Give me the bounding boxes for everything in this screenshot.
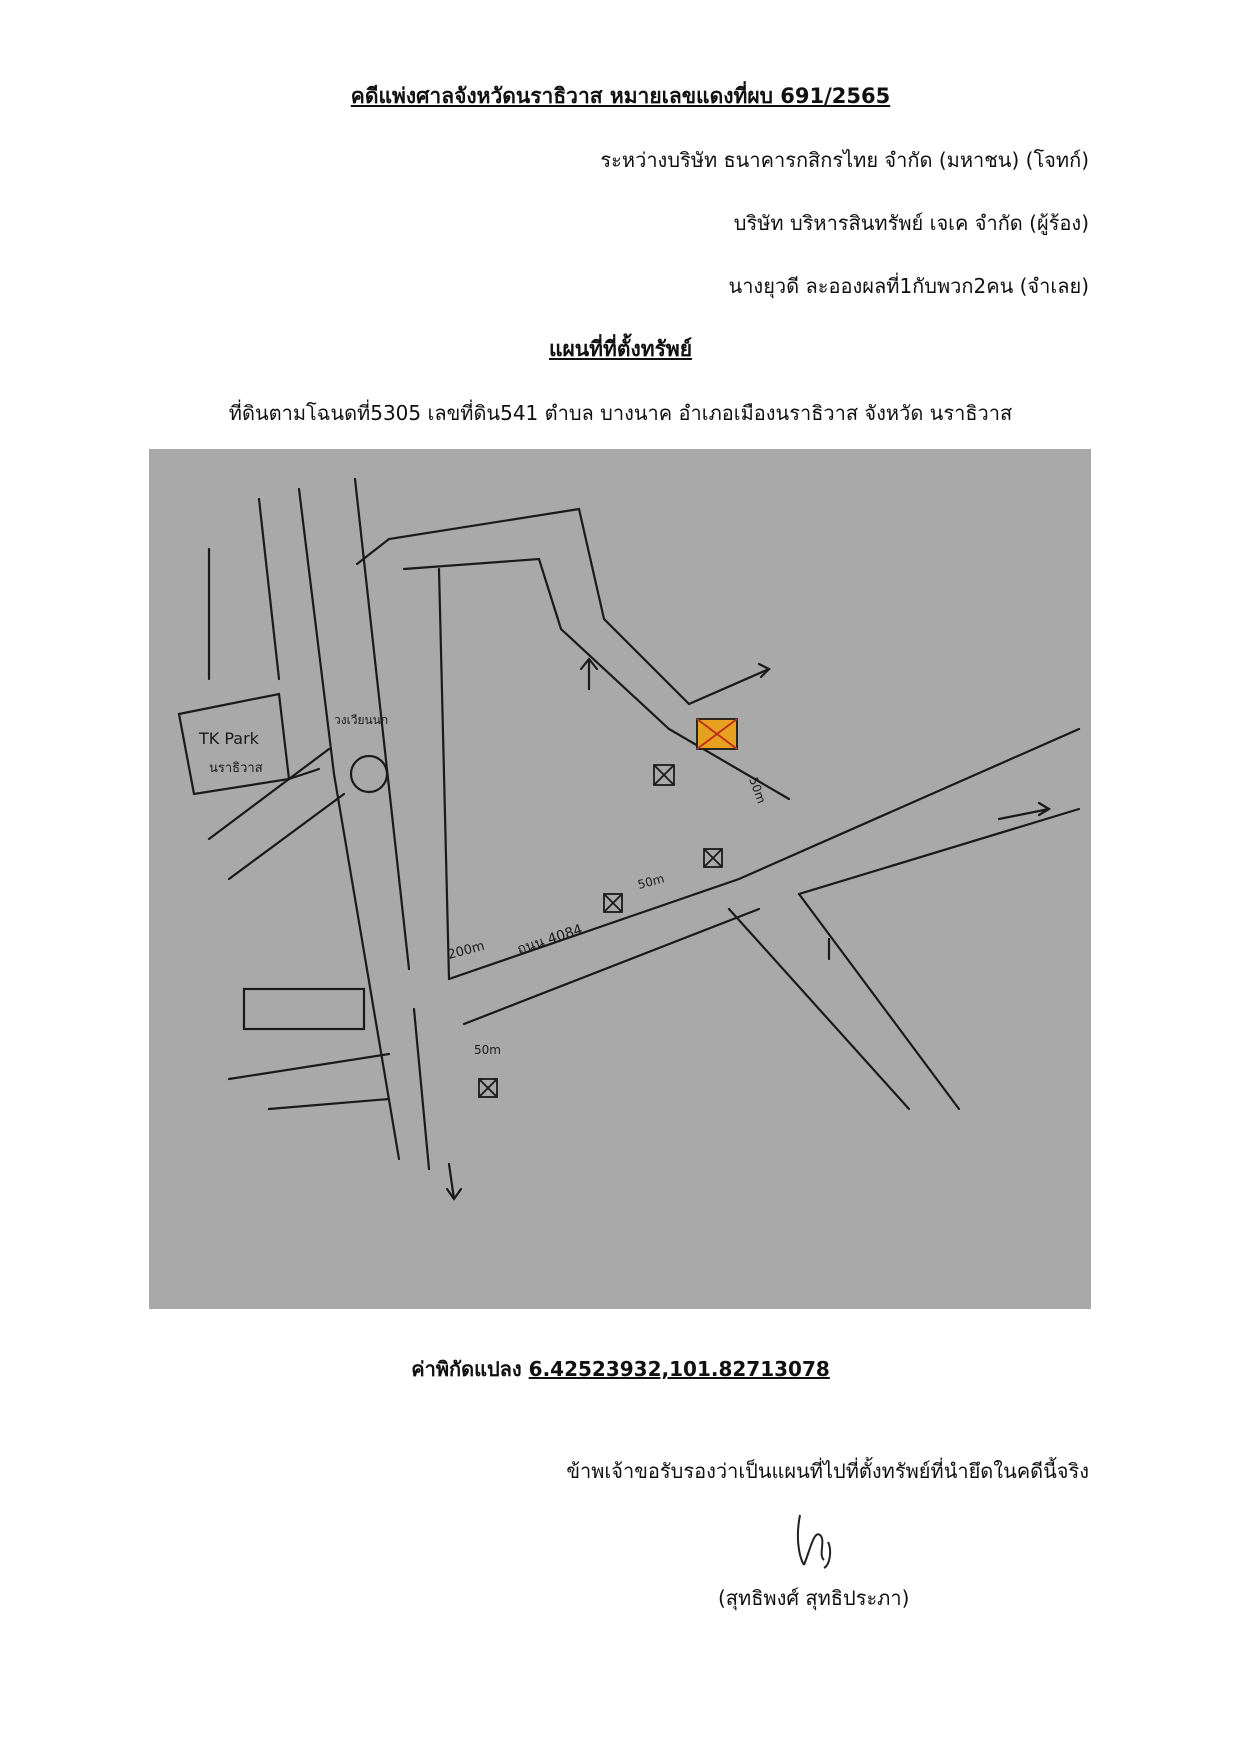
petitioner-line: บริษัท บริหารสินทรัพย์ เจเค จำกัด (ผู้ร้…: [733, 211, 1089, 235]
road-right-edge-upper: [353, 477, 411, 971]
left-road-c: [207, 747, 331, 841]
roads: [207, 477, 1081, 1201]
plaintiff-line: ระหว่างบริษัท ธนาคารกสิกรไทย จำกัด (มหาช…: [600, 148, 1089, 172]
tk-park-sub-label: นราธิวาส: [209, 761, 263, 776]
road-right-edge-lower: [412, 1007, 431, 1171]
dist-50-label-a: 50m: [636, 871, 666, 892]
curve-road-outer: [355, 507, 691, 706]
coordinates-label: ค่าพิกัดแปลง: [411, 1357, 522, 1381]
map-sketch: TK Park นราธิวาส วงเวียนนก ถนน 4084 200m…: [177, 477, 1081, 1201]
landmark-box-b: [603, 893, 623, 913]
coordinates-value: 6.42523932,101.82713078: [528, 1357, 830, 1381]
roundabout-circle: [349, 754, 389, 794]
diag-road-left: [727, 907, 911, 1111]
landmark-boxes: [478, 764, 723, 1098]
road-4084-label: ถนน 4084: [515, 922, 584, 958]
tk-park-label: TK Park: [198, 729, 260, 748]
arrow-right: [997, 801, 1052, 821]
left-road-b: [257, 497, 281, 681]
road-4084-upper: [447, 727, 1081, 981]
arrow-down: [445, 1162, 463, 1201]
landmark-box-d: [478, 1078, 498, 1098]
arrow-up: [579, 657, 599, 691]
property-marker-cross: [696, 718, 738, 750]
land-description: ที่ดินตามโฉนดที่5305 เลขที่ดิน541 ตำบล บ…: [228, 401, 1013, 425]
arrow-top-right: [687, 662, 771, 706]
road-4084-lower-left: [462, 907, 761, 1026]
diag-road-right: [797, 892, 961, 1111]
section-title: แผนที่ที่ตั้งทรัพย์: [548, 337, 693, 361]
signature-mark: [796, 1514, 832, 1569]
location-map: TK Park นราธิวาส วงเวียนนก ถนน 4084 200m…: [149, 449, 1091, 1309]
landmark-box-c: [703, 848, 723, 868]
dist-50-label-b: 50m: [474, 1043, 501, 1057]
road-4084-lower-right: [797, 807, 1081, 896]
dist-200-label: 200m: [446, 939, 486, 963]
certification-text: ข้าพเจ้าขอรับรองว่าเป็นแผนที่ไปที่ตั้งทร…: [566, 1459, 1089, 1483]
defendant-line: นางยุวดี ละอองผลที่1กับพวก2คน (จำเลย): [728, 274, 1089, 298]
case-title: คดีแพ่งศาลจังหวัดนราธิวาส หมายเลขแดงที่ผ…: [350, 84, 891, 108]
tk-park-box: [177, 692, 291, 796]
curve-road-down: [437, 567, 451, 981]
left-road-e: [227, 1052, 391, 1081]
coordinates-line: ค่าพิกัดแปลง 6.42523932,101.82713078: [0, 1353, 1241, 1385]
dist-50-label-c: 50m: [746, 775, 768, 805]
curve-road-inner: [402, 557, 791, 801]
landmark-box-a: [653, 764, 675, 786]
left-road-d: [227, 792, 346, 881]
arrow-left: [287, 767, 321, 781]
left-road-f: [267, 1097, 391, 1111]
signer-name: (สุทธิพงศ์ สุทธิประภา): [718, 1586, 910, 1610]
road-left-edge: [297, 487, 401, 1161]
roundabout-label: วงเวียนนก: [334, 713, 388, 727]
lower-left-box: [242, 987, 366, 1031]
